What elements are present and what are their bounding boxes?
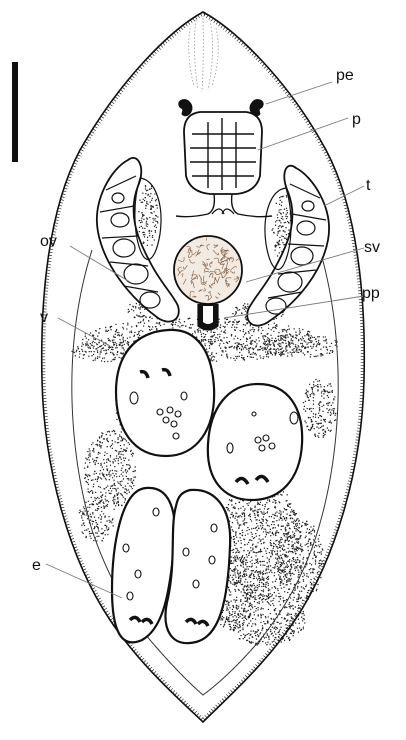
scale-bar	[12, 62, 18, 162]
papilla-lumen	[203, 306, 213, 324]
seminal-vesicle	[174, 236, 242, 304]
egg-1	[116, 330, 214, 456]
label-t: t	[366, 177, 371, 194]
pharynx	[176, 112, 272, 217]
frontal-glands	[189, 18, 219, 92]
label-p: p	[352, 111, 361, 128]
label-pe: pe	[336, 67, 354, 84]
label-pp: pp	[362, 285, 380, 302]
label-sv: sv	[364, 239, 380, 256]
eggs	[112, 330, 302, 643]
label-ov: ov	[40, 233, 57, 250]
label-e: e	[32, 557, 41, 574]
egg-2	[208, 384, 302, 500]
ovary-right	[247, 166, 329, 326]
label-v: v	[40, 309, 48, 326]
